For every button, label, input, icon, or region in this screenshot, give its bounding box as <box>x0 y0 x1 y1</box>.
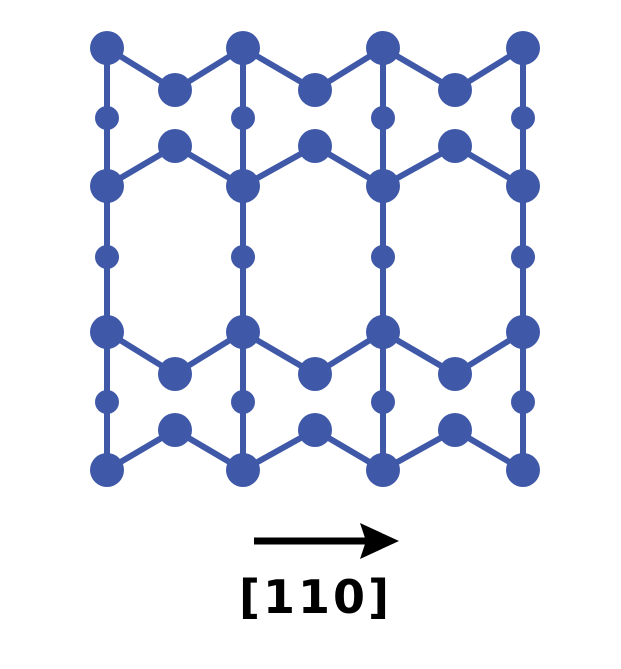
lattice-atom-large <box>226 169 260 203</box>
lattice-atom-large <box>366 169 400 203</box>
lattice-atom-vertex <box>298 413 332 447</box>
lattice-atom-small <box>511 245 535 269</box>
lattice-atom-large <box>226 31 260 65</box>
lattice-atom-large <box>506 169 540 203</box>
lattice-atoms <box>90 31 540 487</box>
lattice-atom-large <box>226 315 260 349</box>
lattice-atom-large <box>90 315 124 349</box>
lattice-atom-small <box>371 390 395 414</box>
lattice-atom-large <box>90 169 124 203</box>
lattice-atom-vertex <box>298 73 332 107</box>
lattice-atom-small <box>231 245 255 269</box>
lattice-atom-large <box>366 453 400 487</box>
lattice-bonds <box>104 45 526 473</box>
lattice-atom-large <box>90 453 124 487</box>
direction-arrow-head <box>360 523 399 559</box>
lattice-atom-large <box>90 31 124 65</box>
lattice-atom-small <box>95 245 119 269</box>
lattice-atom-small <box>95 106 119 130</box>
lattice-atom-vertex <box>438 413 472 447</box>
lattice-atom-vertex <box>438 357 472 391</box>
lattice-atom-vertex <box>298 129 332 163</box>
lattice-atom-small <box>231 106 255 130</box>
lattice-atom-small <box>511 390 535 414</box>
lattice-atom-vertex <box>158 357 192 391</box>
lattice-atom-small <box>371 106 395 130</box>
lattice-atom-large <box>366 31 400 65</box>
direction-label: [110] <box>238 570 393 624</box>
lattice-atom-large <box>506 31 540 65</box>
lattice-atom-vertex <box>298 357 332 391</box>
direction-arrow <box>254 523 399 559</box>
lattice-atom-vertex <box>158 73 192 107</box>
lattice-atom-small <box>371 245 395 269</box>
lattice-atom-vertex <box>158 413 192 447</box>
lattice-atom-vertex <box>438 73 472 107</box>
lattice-atom-vertex <box>438 129 472 163</box>
lattice-atom-large <box>506 315 540 349</box>
lattice-atom-small <box>511 106 535 130</box>
lattice-atom-large <box>366 315 400 349</box>
lattice-atom-vertex <box>158 129 192 163</box>
lattice-atom-large <box>226 453 260 487</box>
lattice-atom-small <box>95 390 119 414</box>
lattice-atom-large <box>506 453 540 487</box>
lattice-atom-small <box>231 390 255 414</box>
